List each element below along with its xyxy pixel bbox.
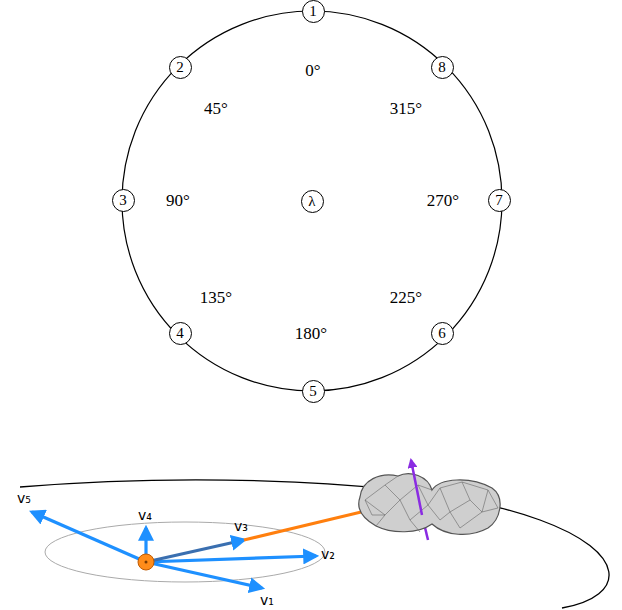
circle-label: 6 [438, 326, 446, 341]
circled-number: 1 [302, 0, 325, 23]
circled-number: 5 [302, 380, 325, 403]
circled-number: 8 [431, 56, 454, 79]
circled-number: 3 [112, 189, 135, 212]
angle-label: 225° [390, 289, 422, 306]
sun [138, 554, 154, 570]
circled-number: 4 [169, 322, 192, 345]
comet-orbit [20, 480, 609, 608]
circle-label: 3 [119, 193, 127, 208]
longitude-circle [122, 11, 502, 391]
spin-axis [411, 460, 422, 515]
circle-label: λ [308, 194, 315, 209]
circled-number: 6 [431, 322, 454, 345]
vector-label: v₃ [234, 519, 248, 533]
velocity-vectors [32, 512, 316, 588]
circle-label: 5 [309, 384, 317, 399]
comet-nucleus [359, 474, 500, 535]
circled-number: 2 [169, 56, 192, 79]
angle-label: 135° [200, 289, 232, 306]
angle-label: 270° [427, 192, 459, 209]
angle-label: 0° [305, 62, 320, 79]
vector-label: v₁ [260, 593, 274, 607]
vector-label: v₂ [321, 547, 335, 561]
circled-number: λ [301, 190, 324, 213]
circle-label: 7 [495, 193, 503, 208]
angle-label: 180° [295, 325, 327, 342]
angle-label: 90° [166, 192, 190, 209]
circle-label: 4 [176, 326, 184, 341]
angle-label: 315° [390, 100, 422, 117]
circle-label: 2 [176, 60, 184, 75]
circle-label: 1 [309, 4, 317, 19]
circled-number: 7 [488, 189, 511, 212]
circle-label: 8 [438, 60, 446, 75]
vector-label: v₅ [17, 491, 31, 505]
angle-label: 45° [204, 100, 228, 117]
vector-label: v₄ [138, 508, 152, 522]
